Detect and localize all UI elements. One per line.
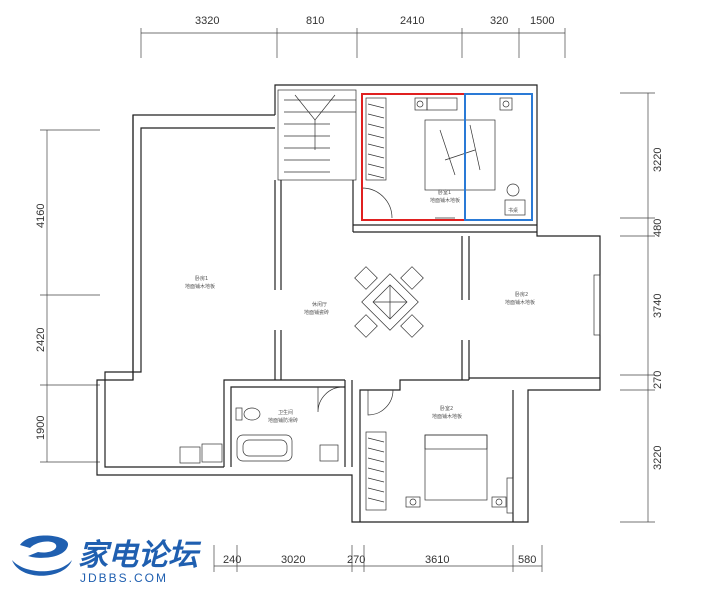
bathroom-fixtures	[179, 407, 339, 464]
logo-text-en: JDBBS.COM	[80, 571, 168, 585]
room-bed2-note: 地面铺木地板	[432, 413, 462, 420]
room-living-name: 休闲厅	[312, 301, 327, 308]
room-bath-name: 卫生间	[278, 409, 293, 416]
wardrobes	[365, 97, 387, 511]
dim-top-1: 3320	[195, 15, 219, 27]
doors	[317, 187, 455, 416]
dim-right-1: 3220	[652, 148, 664, 172]
room-bath-note: 地面铺防滑砖	[268, 417, 298, 424]
dim-top-5: 1500	[530, 15, 554, 27]
bedroom-1-furniture	[414, 97, 526, 216]
dim-top-3: 2410	[400, 15, 424, 27]
room-bed2-name: 卧室2	[440, 405, 453, 412]
room-living-note: 地面铺瓷砖	[304, 309, 329, 316]
dim-top-2: 810	[306, 15, 324, 27]
dim-right-4: 270	[652, 371, 664, 389]
bedroom-2-bed	[405, 434, 507, 508]
left-dimensions: 4160 2420 1900	[35, 129, 100, 463]
dim-bottom-1: 240	[223, 554, 241, 566]
dim-right-2: 480	[652, 219, 664, 237]
dim-left-1: 4160	[35, 204, 47, 228]
room-bed1-note: 地面铺木地板	[430, 197, 460, 204]
room-labels: 卧房1 地面铺木地板 休闲厅 地面铺瓷砖 卧室1 地面铺木地板 卧房2 地面铺木…	[185, 189, 535, 424]
dim-bottom-2: 3020	[281, 554, 305, 566]
bottom-dimensions: 240 3020 270 3610 580	[213, 545, 543, 572]
dim-bottom-4: 3610	[425, 554, 449, 566]
desk-label: 书桌	[508, 207, 518, 214]
room-bed1-name: 卧室1	[438, 189, 451, 196]
dim-right-5: 3220	[652, 446, 664, 470]
stair-lines	[284, 94, 356, 173]
dim-left-3: 1900	[35, 416, 47, 440]
right-dimensions: 3220 480 3740 270 3220	[620, 92, 664, 523]
top-dimensions: 3320 810 2410 320 1500	[140, 15, 566, 58]
dim-right-3: 3740	[652, 294, 664, 318]
room-right-name: 卧房2	[515, 291, 528, 298]
dim-bottom-3: 270	[347, 554, 365, 566]
room-big-left-name: 卧房1	[195, 275, 208, 282]
logo-swoosh-icon	[12, 535, 72, 576]
walls	[96, 84, 601, 523]
room-right-note: 地面铺木地板	[505, 299, 535, 306]
dim-top-4: 320	[490, 15, 508, 27]
dim-left-2: 2420	[35, 328, 47, 352]
site-logo: 家电论坛 JDBBS.COM	[12, 535, 202, 585]
logo-text-cn: 家电论坛	[78, 538, 202, 573]
dining-set	[354, 266, 424, 338]
highlight-blue-box	[464, 93, 533, 221]
room-big-left-note: 地面铺木地板	[185, 283, 215, 290]
dim-bottom-5: 580	[518, 554, 536, 566]
